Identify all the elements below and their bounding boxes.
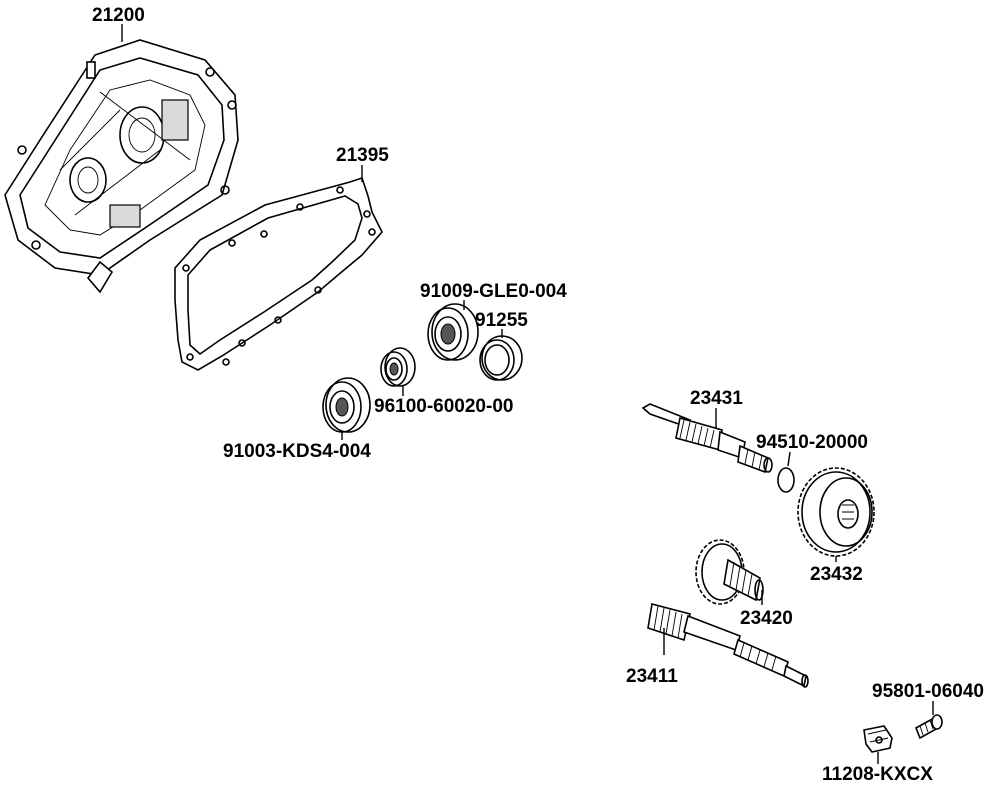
circlip-94510[interactable] bbox=[777, 467, 795, 493]
label-21200: 21200 bbox=[92, 5, 145, 26]
label-23432: 23432 bbox=[810, 564, 863, 585]
label-91255: 91255 bbox=[475, 310, 528, 331]
shaft-23431[interactable] bbox=[641, 403, 773, 474]
label-96100: 96100-60020-00 bbox=[374, 396, 513, 417]
label-23420: 23420 bbox=[740, 608, 793, 629]
label-91009: 91009-GLE0-004 bbox=[420, 281, 567, 302]
label-94510: 94510-20000 bbox=[756, 432, 868, 453]
gasket-21395[interactable] bbox=[174, 176, 383, 371]
label-11208: 11208-KXCX bbox=[822, 764, 933, 785]
label-21395: 21395 bbox=[336, 145, 389, 166]
gear-23432[interactable] bbox=[797, 467, 875, 557]
gear-23420[interactable] bbox=[695, 539, 764, 605]
transmission-cover-21200[interactable] bbox=[4, 39, 239, 294]
label-23411: 23411 bbox=[626, 666, 678, 687]
label-91003: 91003-KDS4-004 bbox=[223, 441, 371, 462]
shaft-23411[interactable] bbox=[647, 603, 809, 688]
bracket-11208[interactable] bbox=[863, 725, 893, 753]
oil-seal-91255[interactable] bbox=[479, 335, 523, 381]
label-95801: 95801-06040 bbox=[872, 681, 984, 702]
bearing-96100[interactable] bbox=[380, 347, 416, 387]
label-23431: 23431 bbox=[690, 388, 743, 409]
bearing-91009[interactable] bbox=[427, 303, 479, 361]
bolt-95801[interactable] bbox=[914, 714, 943, 740]
bearing-91003[interactable] bbox=[322, 377, 371, 433]
